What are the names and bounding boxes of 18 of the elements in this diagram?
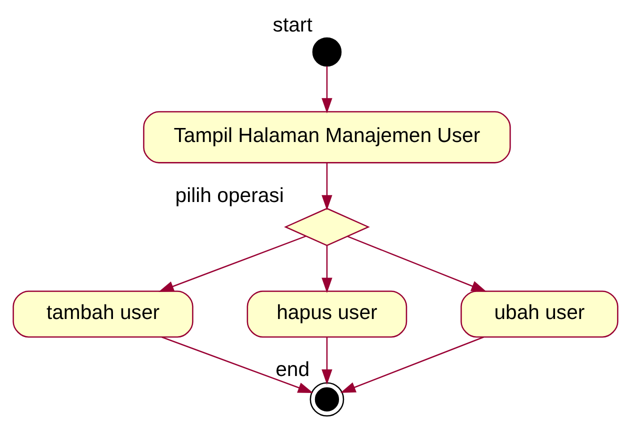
node-diamond <box>284 207 370 246</box>
node-box: tambah user <box>12 290 194 338</box>
node-label: pilih operasi <box>175 184 284 206</box>
node-label: end <box>276 358 310 381</box>
arrow <box>322 162 332 210</box>
node-box: Tampil Halaman Manajemen User <box>143 110 511 163</box>
node-box: ubah user <box>460 290 618 338</box>
arrow <box>322 66 332 113</box>
arrow <box>162 336 314 393</box>
node-label: start <box>272 14 312 36</box>
node-circle <box>312 36 342 66</box>
arrow <box>347 235 487 292</box>
arrow <box>158 235 306 292</box>
node-box: hapus user <box>246 290 408 338</box>
node-circle <box>310 382 344 416</box>
arrow <box>322 336 332 384</box>
arrow <box>340 336 484 392</box>
arrow <box>322 245 332 293</box>
